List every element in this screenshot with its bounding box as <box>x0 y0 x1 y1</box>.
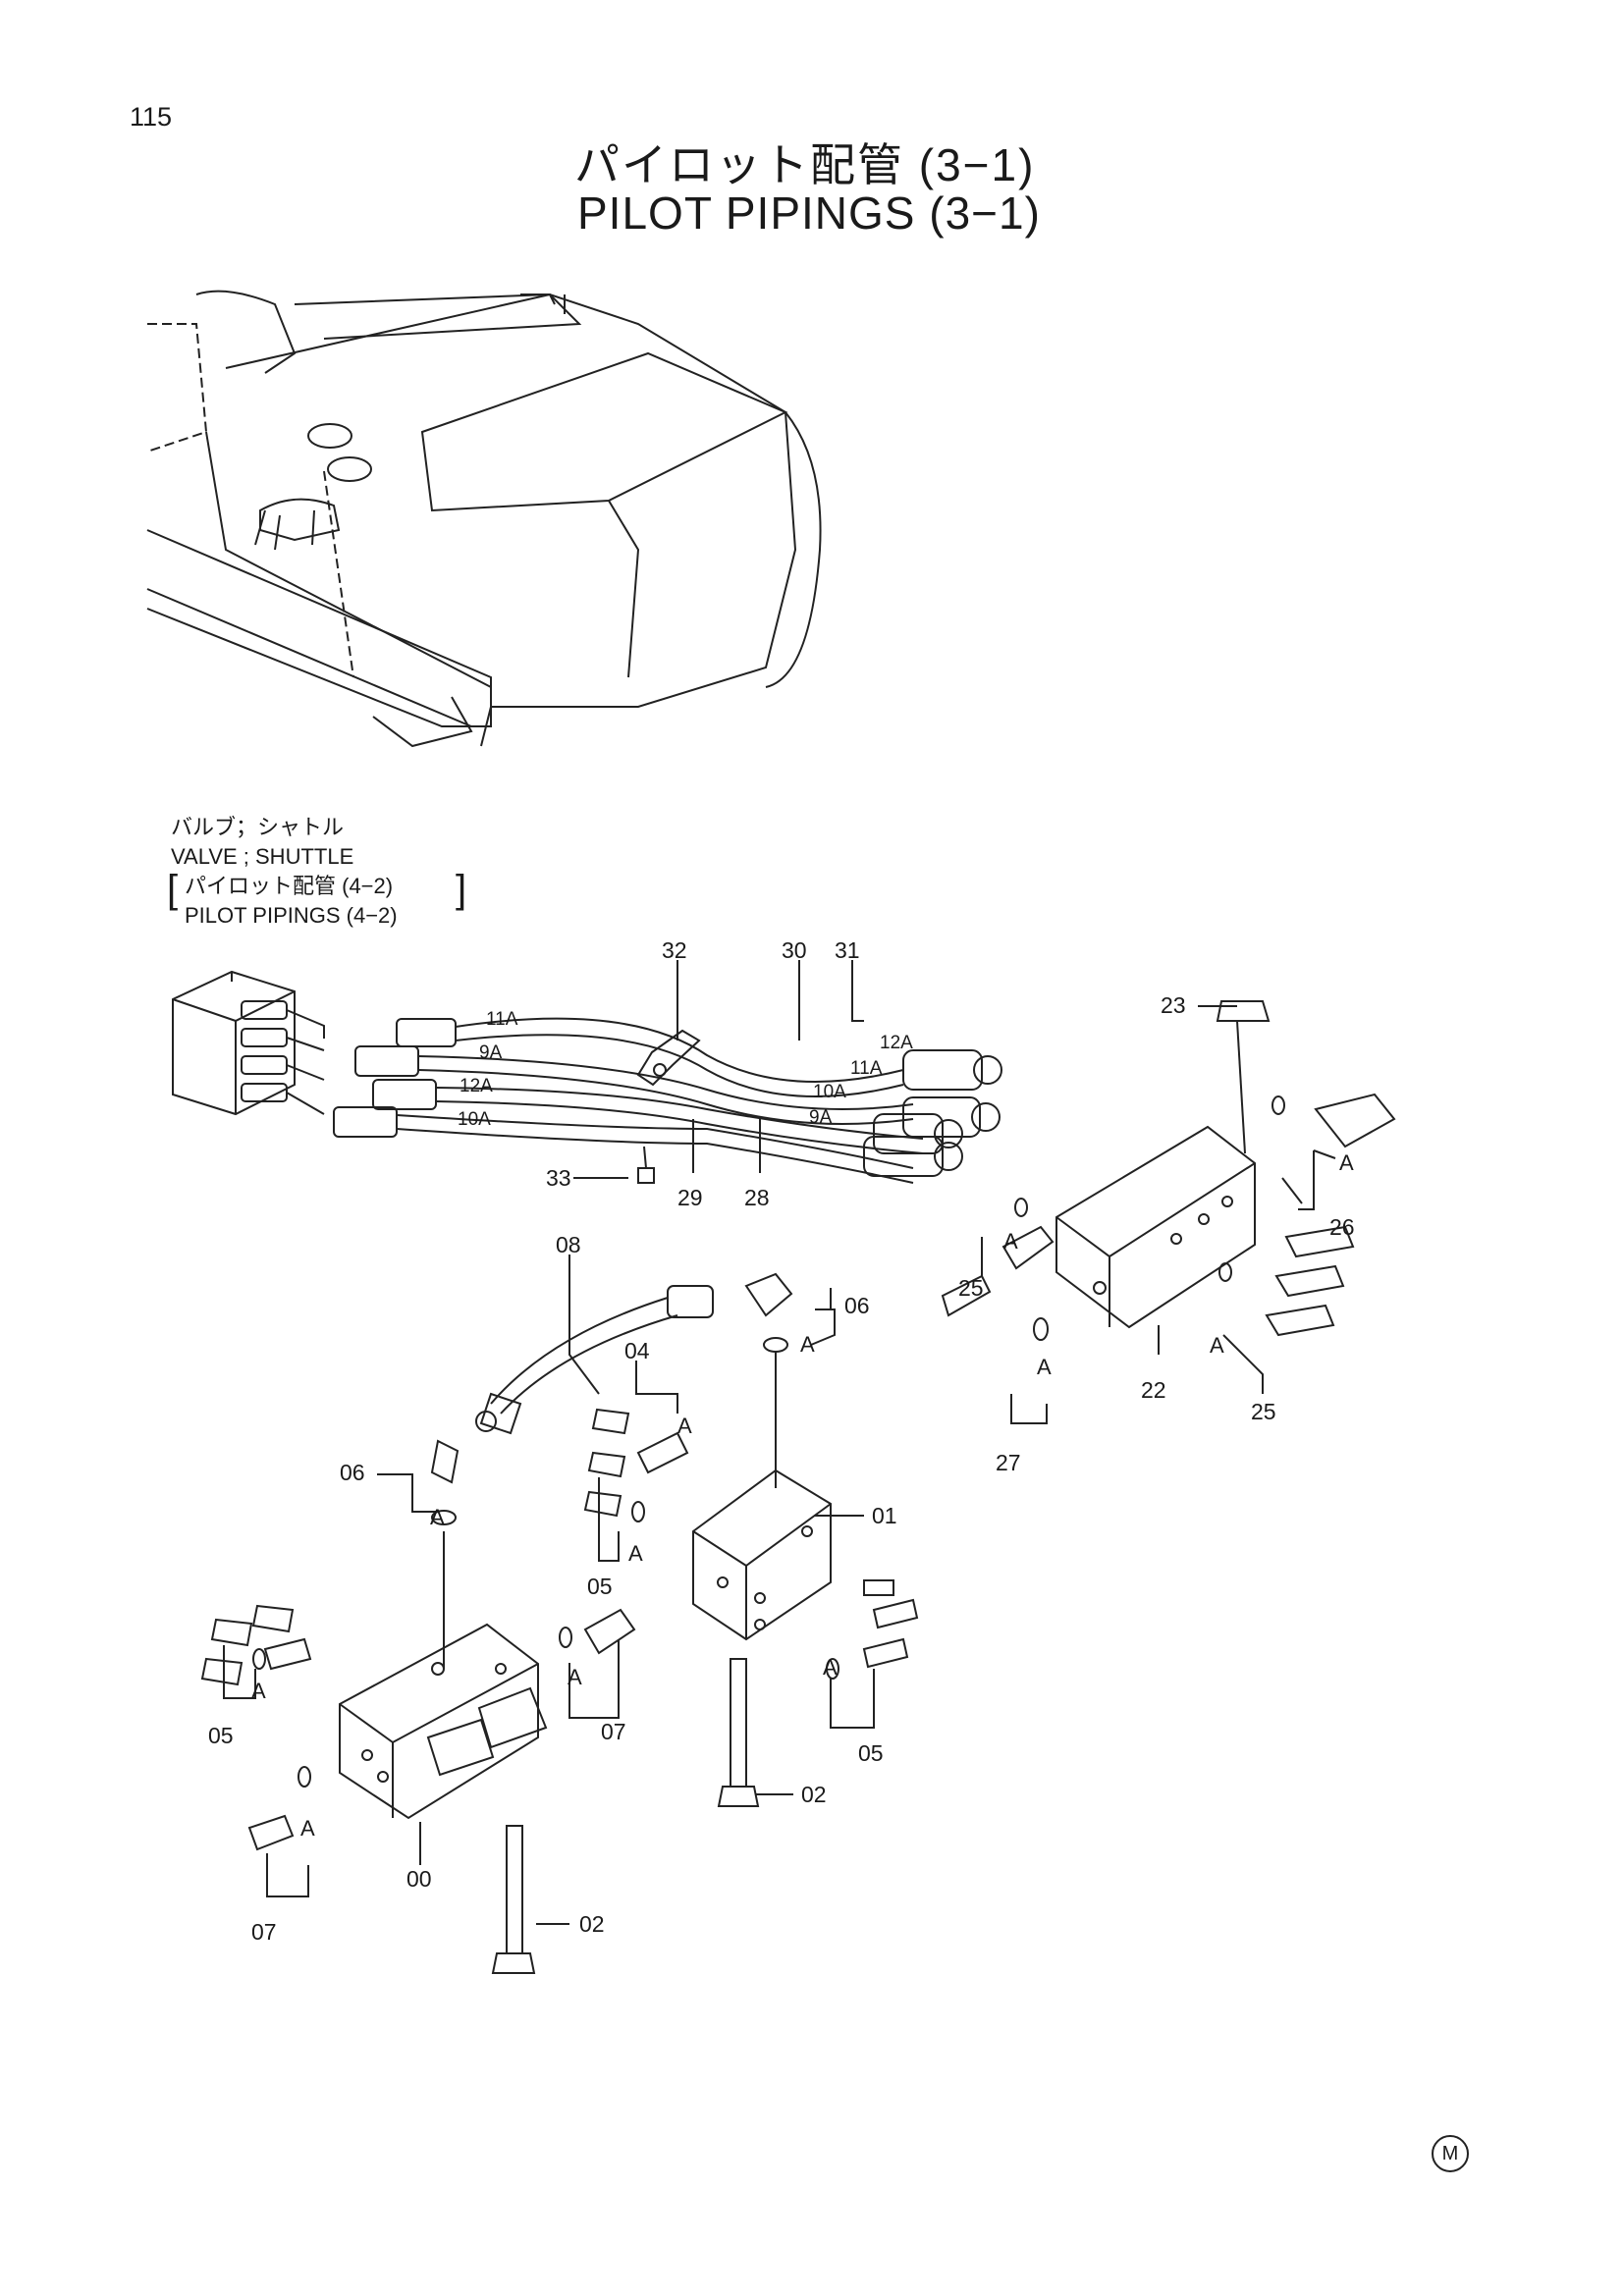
mark-a: A <box>1339 1150 1354 1175</box>
callout-29: 29 <box>677 1185 703 1210</box>
callout-06-lower: 06 <box>340 1460 365 1485</box>
callout-04: 04 <box>624 1338 650 1363</box>
connection-marks: A A A A A A A A A A A A <box>251 1150 1354 1841</box>
valve-block-00 <box>200 1531 636 1974</box>
callout-07-lower: 07 <box>251 1919 277 1945</box>
callout-08: 08 <box>556 1232 581 1257</box>
callout-07-upper: 07 <box>601 1719 626 1744</box>
callout-06-upper: 06 <box>844 1293 870 1318</box>
mark-a: A <box>568 1665 582 1689</box>
mark-a: A <box>300 1816 315 1841</box>
manufacturer-mark: M <box>1432 2135 1469 2172</box>
callout-01: 01 <box>872 1503 897 1528</box>
callout-28: 28 <box>744 1185 770 1210</box>
callout-25-lower: 25 <box>1251 1399 1276 1424</box>
callout-05-middle: 05 <box>587 1574 613 1599</box>
mark-a: A <box>1210 1333 1224 1358</box>
mark-a: A <box>628 1541 643 1566</box>
ref-part-jp: バルブ；シャトル <box>171 815 345 839</box>
callout-30: 30 <box>782 937 807 963</box>
callout-00: 00 <box>406 1866 432 1892</box>
machine-overview <box>146 290 822 748</box>
ref-bracket-left: [ <box>167 868 179 911</box>
ref-bracket-right: ] <box>456 868 467 911</box>
callout-22: 22 <box>1141 1377 1166 1403</box>
mark-a: A <box>677 1414 692 1438</box>
callout-31: 31 <box>835 937 860 963</box>
hose-tag-10a: 10A <box>458 1109 491 1130</box>
valve-block-01 <box>583 1351 919 1807</box>
hose-tag-12a: 12A <box>460 1076 493 1096</box>
ref-page-jp: パイロット配管 (4−2) <box>185 874 394 898</box>
page-title-jp: パイロット配管 (3−1) <box>574 139 1036 190</box>
hose-tag-11a: 11A <box>486 1009 518 1030</box>
pilot-hose-08 <box>430 1272 793 1484</box>
callout-25-upper: 25 <box>958 1275 984 1301</box>
ref-part-en: VALVE ; SHUTTLE <box>171 844 354 869</box>
hose-tag-11a-right: 11A <box>850 1058 883 1079</box>
callout-27: 27 <box>996 1450 1021 1475</box>
callout-33: 33 <box>546 1165 571 1191</box>
callout-26: 26 <box>1329 1214 1355 1240</box>
mark-a: A <box>823 1655 838 1680</box>
hose-tag-10a-right: 10A <box>813 1082 846 1102</box>
ref-page-en: PILOT PIPINGS (4−2) <box>185 903 398 928</box>
callout-23: 23 <box>1161 992 1186 1018</box>
callout-05-left: 05 <box>208 1723 234 1748</box>
callout-02-lower: 02 <box>579 1911 605 1937</box>
part-callouts: 32 30 31 23 33 29 28 26 25 22 25 27 08 0… <box>208 937 1355 1945</box>
shuttle-valve <box>172 970 325 1116</box>
hose-tags: 11A 9A 12A 10A 12A 11A 10A 9A <box>458 1009 913 1130</box>
reference-note: バルブ；シャトル VALVE ; SHUTTLE パイロット配管 (4−2) P… <box>167 813 466 931</box>
mark-a: A <box>800 1332 815 1357</box>
hose-tag-9a: 9A <box>479 1042 503 1063</box>
mark-a: A <box>430 1505 445 1529</box>
page-title-en: PILOT PIPINGS (3−1) <box>577 187 1041 239</box>
leader-lines <box>223 960 1336 1925</box>
callout-05-right: 05 <box>858 1740 884 1766</box>
callout-02-upper: 02 <box>801 1782 827 1807</box>
mark-a: A <box>1003 1229 1018 1254</box>
callout-32: 32 <box>662 937 687 963</box>
mark-a: A <box>251 1679 266 1703</box>
mark-a: A <box>1037 1355 1052 1379</box>
page-number: 115 <box>130 102 173 132</box>
o-rings <box>252 1095 1285 1788</box>
hose-tag-12a-right: 12A <box>880 1033 913 1053</box>
pilot-hose-bundle <box>333 1017 1002 1184</box>
valve-block-22 <box>941 1000 1396 1337</box>
hose-tag-9a-right: 9A <box>809 1107 833 1128</box>
